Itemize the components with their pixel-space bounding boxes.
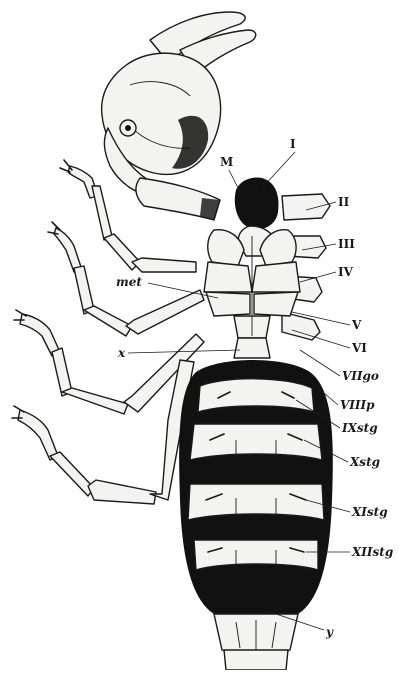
label-XIstg: XIstg (351, 505, 388, 519)
label-VIIIp: VIIIp (340, 398, 375, 412)
metasoma (214, 614, 298, 670)
label-x: x (117, 346, 126, 360)
label-II: II (338, 195, 350, 209)
label-V: V (351, 318, 362, 332)
label-III: III (338, 237, 355, 251)
label-y: y (325, 625, 334, 639)
label-IXstg: IXstg (341, 421, 378, 435)
label-I: I (290, 137, 296, 151)
mesosoma (179, 360, 333, 614)
label-IV: IV (338, 265, 354, 279)
label-XIIstg: XIIstg (351, 545, 393, 559)
label-met: met (116, 275, 142, 289)
label-Xstg: Xstg (349, 455, 380, 469)
label-VIIgo: VIIgo (342, 369, 379, 383)
pedipalp-chela (102, 12, 256, 220)
label-M: M (220, 155, 233, 169)
label-VI: VI (351, 341, 367, 355)
